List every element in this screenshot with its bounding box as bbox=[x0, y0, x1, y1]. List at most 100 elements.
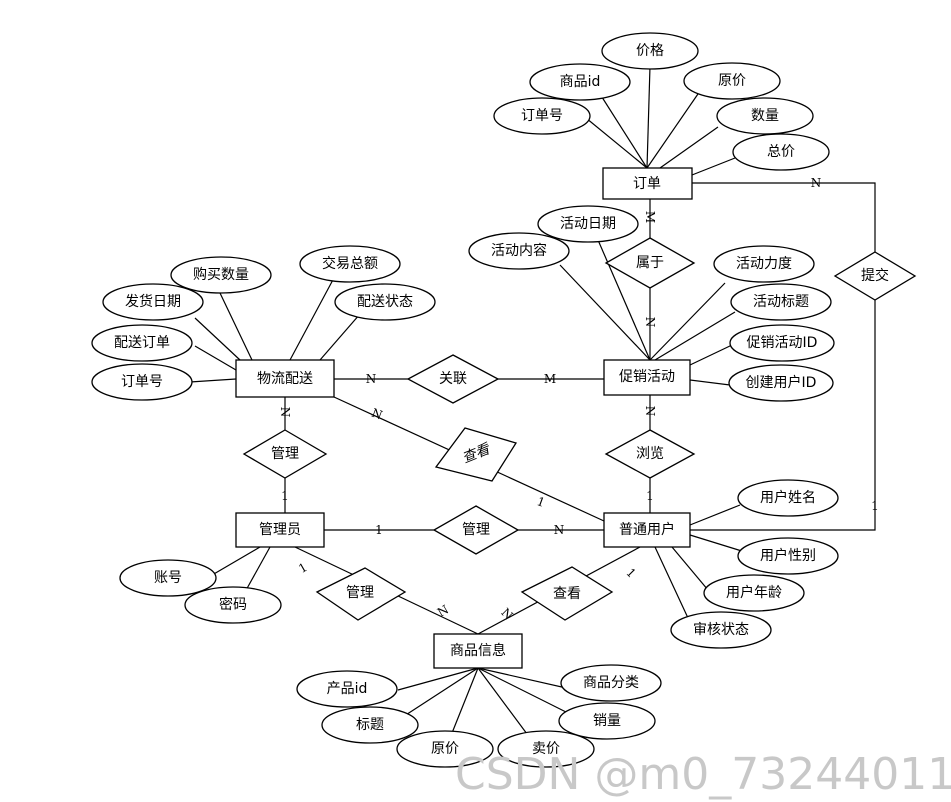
connection-lines bbox=[189, 65, 876, 739]
attr-product-id: 产品id bbox=[296, 670, 398, 708]
card-admin-manage-product-product: N bbox=[435, 602, 451, 619]
rel-browse-label: 浏览 bbox=[636, 446, 664, 462]
card-admin-manage-user-user: N bbox=[554, 523, 565, 537]
attr-logistics-order-no-label: 订单号 bbox=[121, 374, 163, 390]
entity-order-label: 订单 bbox=[633, 176, 661, 192]
entity-logistics-label: 物流配送 bbox=[257, 371, 313, 387]
card-user-view-product: 1 bbox=[623, 565, 638, 580]
rel-associate: 关联 bbox=[406, 354, 500, 404]
attr-order-order-no: 订单号 bbox=[493, 97, 591, 135]
attr-admin-password: 密码 bbox=[184, 586, 282, 624]
attr-order-order-no-label: 订单号 bbox=[521, 108, 563, 124]
rel-browse: 浏览 bbox=[604, 429, 696, 479]
attr-promotion-strength: 活动力度 bbox=[713, 245, 815, 283]
rel-admin-manage-product-label: 管理 bbox=[346, 585, 374, 601]
rel-belongs-label: 属于 bbox=[636, 255, 664, 271]
entity-admin: 管理员 bbox=[235, 512, 325, 548]
attr-promotion-id: 促销活动ID bbox=[729, 324, 835, 362]
attr-product-category-label: 商品分类 bbox=[583, 675, 639, 691]
attr-promotion-date: 活动日期 bbox=[537, 205, 639, 243]
attr-user-gender-label: 用户性别 bbox=[760, 547, 816, 564]
entity-order: 订单 bbox=[602, 167, 693, 200]
attr-admin-password-label: 密码 bbox=[219, 596, 247, 613]
attr-promotion-creator-id: 创建用户ID bbox=[728, 364, 834, 402]
attr-logistics-total: 交易总额 bbox=[299, 245, 401, 283]
card-admin-manage-logistics: 1 bbox=[281, 489, 289, 503]
attr-order-original-price: 原价 bbox=[683, 62, 781, 100]
attr-admin-account: 账号 bbox=[119, 559, 217, 597]
card-promotion-belongs: N bbox=[643, 317, 657, 328]
attr-promotion-id-label: 促销活动ID bbox=[747, 335, 818, 351]
card-logistics-manage: N bbox=[278, 407, 292, 418]
attr-product-title-label: 标题 bbox=[356, 717, 384, 733]
entity-product-label: 商品信息 bbox=[450, 642, 506, 659]
card-promotion-associate: M bbox=[544, 372, 556, 386]
attr-order-product-id: 商品id bbox=[529, 63, 631, 101]
attr-order-total: 总价 bbox=[732, 133, 830, 171]
entity-logistics: 物流配送 bbox=[235, 359, 335, 398]
attr-logistics-ship-date-label: 发货日期 bbox=[125, 293, 181, 310]
attr-user-age: 用户年龄 bbox=[703, 574, 805, 612]
attr-admin-account-label: 账号 bbox=[154, 570, 182, 586]
attr-logistics-delivery-order: 配送订单 bbox=[91, 324, 193, 362]
attr-logistics-qty-label: 购买数量 bbox=[193, 267, 249, 283]
attr-logistics-delivery-order-label: 配送订单 bbox=[114, 335, 170, 351]
attr-product-sales-label: 销量 bbox=[593, 713, 621, 729]
attr-promotion-strength-label: 活动力度 bbox=[736, 256, 792, 272]
rel-submit-label: 提交 bbox=[861, 267, 889, 284]
attr-user-gender: 用户性别 bbox=[737, 537, 839, 575]
card-user-submit: 1 bbox=[871, 499, 879, 513]
attr-order-quantity: 数量 bbox=[716, 97, 814, 135]
rel-admin-manage-user-label: 管理 bbox=[462, 522, 490, 538]
watermark-text: CSDN @m0_73244011 bbox=[455, 749, 951, 800]
entity-user-label: 普通用户 bbox=[619, 521, 675, 538]
attr-logistics-status-label: 配送状态 bbox=[357, 294, 413, 310]
attr-promotion-date-label: 活动日期 bbox=[560, 216, 616, 232]
rel-admin-manage-user: 管理 bbox=[432, 505, 520, 555]
entity-product: 商品信息 bbox=[433, 633, 523, 669]
attr-order-total-label: 总价 bbox=[767, 144, 795, 160]
attr-logistics-ship-date: 发货日期 bbox=[102, 283, 204, 321]
attr-user-age-label: 用户年龄 bbox=[726, 584, 782, 601]
entity-admin-label: 管理员 bbox=[259, 522, 301, 538]
entity-promotion-label: 促销活动 bbox=[619, 369, 675, 385]
attr-logistics-qty: 购买数量 bbox=[170, 256, 272, 294]
rel-user-view-product-label: 查看 bbox=[553, 586, 581, 602]
entity-promotion: 促销活动 bbox=[603, 359, 691, 396]
attr-promotion-creator-id-label: 创建用户ID bbox=[746, 374, 817, 391]
attr-promotion-content: 活动内容 bbox=[468, 232, 570, 270]
attr-order-original-price-label: 原价 bbox=[718, 73, 746, 89]
attr-user-review-status-label: 审核状态 bbox=[693, 622, 749, 638]
card-order-submit: N bbox=[811, 176, 822, 190]
rel-view-logistics: 查看 bbox=[434, 427, 518, 482]
rel-admin-manage-logistics-label: 管理 bbox=[271, 446, 299, 462]
attr-order-price: 价格 bbox=[601, 32, 699, 70]
attr-promotion-title-label: 活动标题 bbox=[753, 294, 809, 310]
attr-user-name: 用户姓名 bbox=[737, 479, 839, 517]
attr-logistics-status: 配送状态 bbox=[334, 283, 436, 321]
attr-product-original-price-label: 原价 bbox=[431, 741, 459, 757]
attr-logistics-order-no: 订单号 bbox=[91, 363, 193, 401]
card-order-belongs: M bbox=[643, 211, 657, 223]
rel-belongs: 属于 bbox=[604, 237, 696, 289]
attr-user-name-label: 用户姓名 bbox=[760, 489, 816, 506]
attr-product-original-price: 原价 bbox=[396, 730, 494, 768]
attr-promotion-title: 活动标题 bbox=[730, 283, 832, 321]
rel-associate-label: 关联 bbox=[439, 371, 467, 387]
card-admin-manage-user-admin: 1 bbox=[375, 523, 383, 537]
attr-product-title: 标题 bbox=[321, 706, 419, 744]
attr-product-sell-price-label: 卖价 bbox=[532, 741, 560, 757]
card-product-view: N bbox=[498, 605, 515, 622]
card-logistics-associate: N bbox=[366, 372, 377, 386]
rel-user-view-product: 查看 bbox=[520, 566, 614, 621]
card-promotion-browse: N bbox=[643, 406, 657, 417]
attr-user-review-status: 审核状态 bbox=[670, 611, 772, 649]
attr-product-sell-price: 卖价 bbox=[497, 730, 595, 768]
attr-product-sales: 销量 bbox=[558, 702, 656, 740]
rel-submit: 提交 bbox=[833, 251, 917, 301]
card-logistics-view: N bbox=[370, 406, 385, 423]
attr-product-id-label: 产品id bbox=[327, 681, 368, 697]
attr-order-price-label: 价格 bbox=[636, 43, 664, 59]
rel-admin-manage-product: 管理 bbox=[315, 567, 407, 621]
